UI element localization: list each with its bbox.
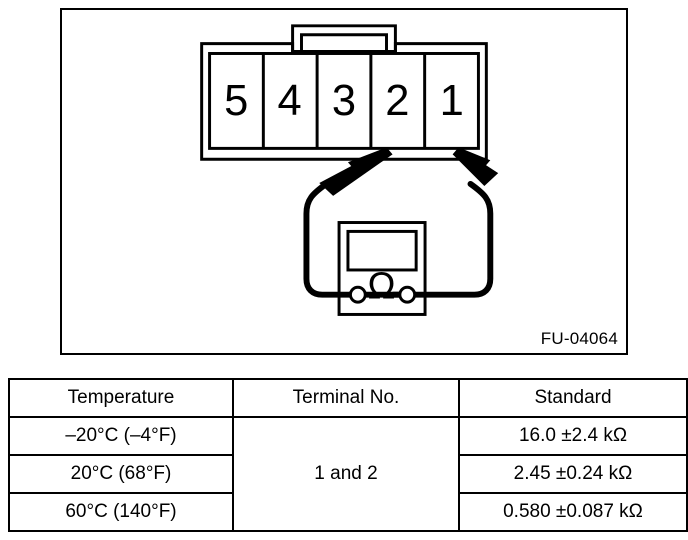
pin-cavity-row — [208, 52, 480, 150]
ohmmeter-display — [346, 229, 418, 272]
cell-terminal-no: 1 and 2 — [232, 416, 460, 532]
ohm-symbol: Ω — [368, 265, 396, 307]
table-row: –20°C (–4°F) 1 and 2 16.0 ±2.4 kΩ — [8, 416, 688, 532]
pin-label-2: 2 — [385, 77, 409, 125]
figure-panel: 5 4 3 2 1 Ω FU-04064 — [60, 8, 628, 355]
connector-resistance-diagram: 5 4 3 2 1 Ω — [200, 24, 499, 316]
table-row: 20°C (68°F) 2.45 ±0.24 kΩ — [8, 454, 688, 494]
connector-shell — [200, 42, 488, 161]
probe-right-tip — [452, 147, 491, 175]
connector-top-tab-inner — [300, 33, 388, 53]
connector-top-tab — [291, 24, 397, 53]
probe-left-tip — [347, 147, 393, 177]
header-terminal-no: Terminal No. — [232, 378, 460, 418]
pin-label-3: 3 — [332, 77, 356, 125]
ohmmeter-body — [337, 221, 427, 316]
test-lead-wire-right — [390, 181, 494, 298]
table-row: 60°C (140°F) 0.580 ±0.087 kΩ — [8, 492, 688, 532]
header-temperature: Temperature — [8, 378, 234, 418]
cell-temperature: –20°C (–4°F) — [8, 416, 234, 456]
table-header-row: Temperature Terminal No. Standard — [8, 378, 688, 418]
pin-label-1: 1 — [440, 77, 464, 125]
cell-standard: 16.0 ±2.4 kΩ — [458, 416, 688, 456]
cell-standard: 2.45 ±0.24 kΩ — [458, 454, 688, 494]
header-standard: Standard — [458, 378, 688, 418]
pin-label-4: 4 — [278, 77, 302, 125]
ohmmeter-terminal-left — [348, 285, 367, 304]
test-lead-wire-left — [303, 181, 407, 298]
pin-label-5: 5 — [224, 77, 248, 125]
ohmmeter-terminal-right — [398, 285, 417, 304]
resistance-spec-table: Temperature Terminal No. Standard –20°C … — [8, 378, 688, 532]
cell-temperature: 60°C (140°F) — [8, 492, 234, 532]
cell-standard: 0.580 ±0.087 kΩ — [458, 492, 688, 532]
figure-caption: FU-04064 — [540, 329, 618, 348]
cell-temperature: 20°C (68°F) — [8, 454, 234, 494]
